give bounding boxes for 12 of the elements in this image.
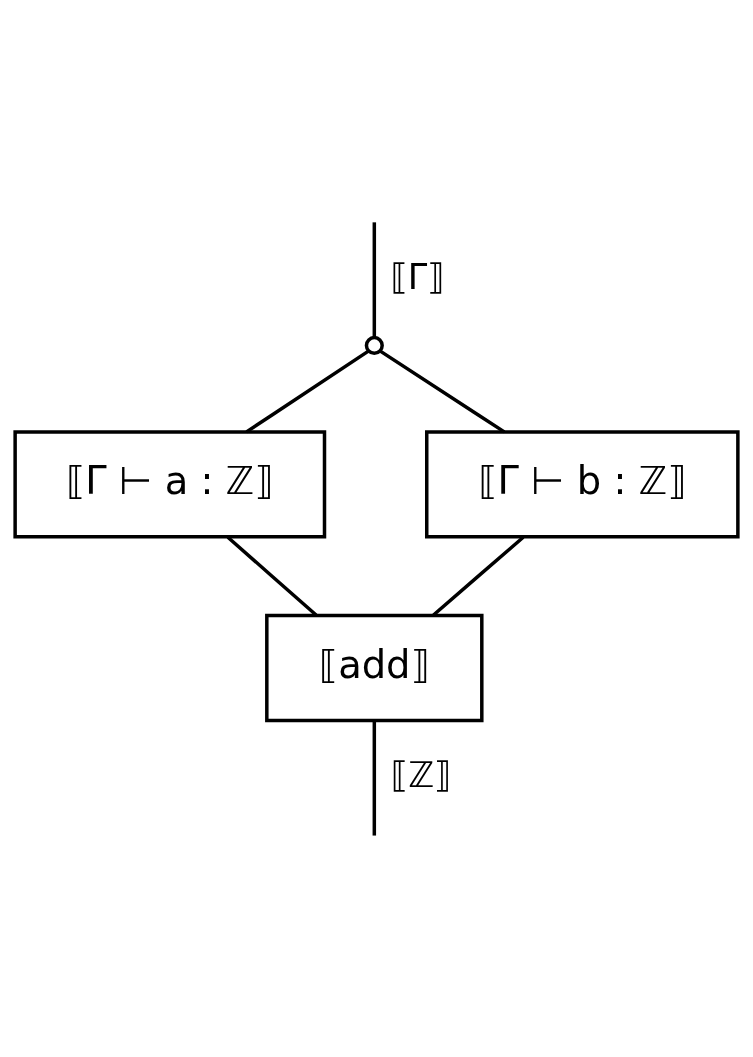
connector	[432, 535, 525, 616]
connector	[379, 349, 506, 433]
node-box: ⟦add⟧	[265, 613, 484, 722]
edge-label: ⟦ℤ⟧	[390, 754, 452, 795]
node-box: ⟦Γ ⊢ b : ℤ⟧	[425, 429, 740, 539]
connector	[372, 719, 377, 836]
node-box: ⟦Γ ⊢ a : ℤ⟧	[13, 429, 327, 539]
connector	[226, 535, 318, 616]
edge-label: ⟦Γ⟧	[390, 256, 445, 297]
node-circle	[364, 335, 384, 355]
connector	[372, 221, 377, 337]
connector	[245, 349, 370, 433]
